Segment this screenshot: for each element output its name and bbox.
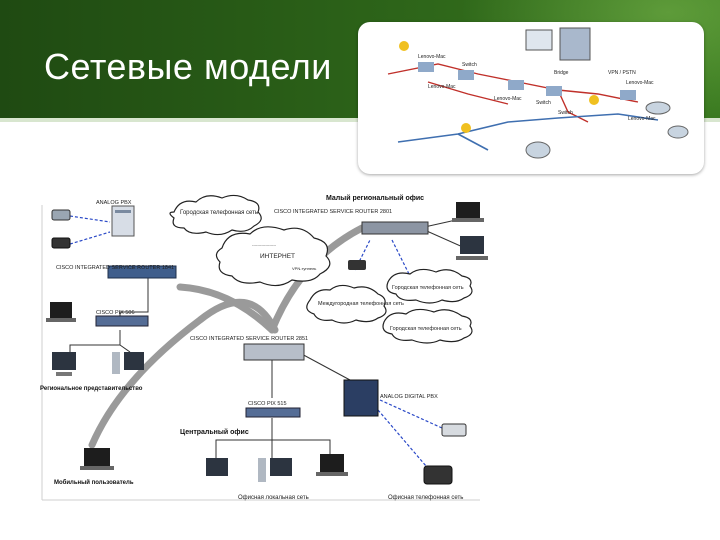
pix-515-icon (245, 407, 301, 418)
slide-title: Сетевые модели (44, 46, 332, 87)
label-long-distance: Междугородная телефонная сеть (318, 301, 404, 307)
laptop-icon (84, 448, 110, 466)
monitor-icon (525, 29, 553, 51)
label-pix-515: CISCO PIX 515 (248, 401, 287, 407)
server-icon (559, 27, 591, 61)
diagram-labels: Малый региональный офис CISCO INTEGRATED… (40, 194, 464, 501)
switch-icon (458, 70, 474, 80)
tower-icon (112, 352, 120, 374)
monitor-icon (124, 352, 144, 370)
label-router-2851: CISCO INTEGRATED SERVICE ROUTER 2851 (190, 336, 308, 342)
cloud-city-phone-1 (169, 194, 262, 236)
laptop-icon (50, 302, 72, 318)
cloud-internet (215, 226, 331, 287)
inset-labels: Lenovo-Mac Switch Bridge Lenovo-Mac Leno… (418, 54, 656, 122)
router-1841-icon (107, 265, 177, 279)
inset-network-graphic: Lenovo-Mac Switch Bridge Lenovo-Mac Leno… (387, 27, 689, 159)
tunnel-mobile (88, 298, 279, 449)
inset-label: Switch (558, 110, 573, 116)
switch-icon (508, 80, 524, 90)
monitor-icon (206, 458, 228, 476)
cloud-city-phone-2 (386, 268, 473, 304)
camera-icon (645, 101, 671, 115)
inset-label: Lenovo-Mac (628, 116, 656, 122)
switch-icon (546, 86, 562, 96)
monitor-icon (460, 236, 484, 254)
label-mobile-user: Мобильный пользователь (54, 479, 134, 486)
monitor-icon (270, 458, 292, 476)
label-city-phone-1: Городская телефонная сеть (180, 210, 258, 216)
label-regional: Региональное представительство (40, 386, 143, 392)
phone-icon (348, 260, 366, 270)
user-icon (589, 95, 599, 105)
label-small-office: Малый региональный офис (326, 194, 424, 202)
inset-label: Switch (536, 100, 551, 106)
label-internet: ИНТЕРНЕТ (260, 253, 295, 260)
label-router-1841: CISCO INTEGRATED SERVICE ROUTER 1841 (56, 265, 174, 271)
network-inset-image: Lenovo-Mac Switch Bridge Lenovo-Mac Leno… (358, 22, 704, 174)
inset-label: Lenovo-Mac (418, 54, 446, 60)
devices (46, 202, 488, 485)
fax-phone-icon (423, 465, 453, 485)
phone-icon (51, 209, 71, 221)
digital-pbx-icon (343, 379, 379, 417)
inset-label: Lenovo-Mac (626, 80, 654, 86)
router-2801-icon (361, 221, 429, 235)
inset-blue-links (397, 113, 659, 151)
clouds (169, 194, 473, 344)
label-internet-note-1: ------------------ (252, 242, 277, 247)
inset-label: Lenovo-Mac (494, 96, 522, 102)
tunnel-regional (176, 283, 276, 334)
router-2851-icon (243, 343, 305, 361)
label-city-phone-3: Городская телефонная сеть (390, 326, 462, 332)
cloud-long-distance (306, 284, 387, 324)
inset-label: VPN / PSTN (608, 70, 636, 76)
switch-icon (418, 62, 434, 72)
cloud-city-phone-3 (382, 308, 473, 344)
label-internet-note-2: VPN-туннель (292, 266, 316, 271)
user-icon (399, 41, 409, 51)
label-pix-506: CISCO PIX 506 (96, 310, 135, 316)
label-router-2801: CISCO INTEGRATED SERVICE ROUTER 2801 (274, 209, 392, 215)
camera-icon (667, 125, 689, 139)
monitor-icon (52, 352, 76, 370)
laptop-icon (320, 454, 344, 472)
inset-label: Switch (462, 62, 477, 68)
laptop-icon (456, 202, 480, 218)
label-office-phone: Офисная телефонная сеть (388, 495, 463, 501)
label-analog-pbx: ANALOG PBX (96, 200, 132, 206)
inset-devices (399, 27, 689, 159)
label-analog-digital-pbx: ANALOG DIGITAL PBX (380, 394, 438, 400)
phone-icon (51, 237, 71, 249)
label-central-office: Центральный офис (180, 428, 249, 436)
label-office-lan: Офисная локальная сеть (238, 495, 309, 501)
camera-icon (525, 141, 551, 159)
user-icon (461, 123, 471, 133)
inset-label: Lenovo-Mac (428, 84, 456, 90)
pix-506-icon (95, 315, 149, 327)
diagram-frame-lines (41, 205, 480, 501)
inset-label: Bridge (554, 70, 569, 76)
analog-pbx-icon (111, 205, 135, 237)
switch-icon (620, 90, 636, 100)
tower-icon (258, 458, 266, 482)
phone-icon (441, 423, 467, 437)
label-city-phone-2: Городская телефонная сеть (392, 285, 464, 291)
